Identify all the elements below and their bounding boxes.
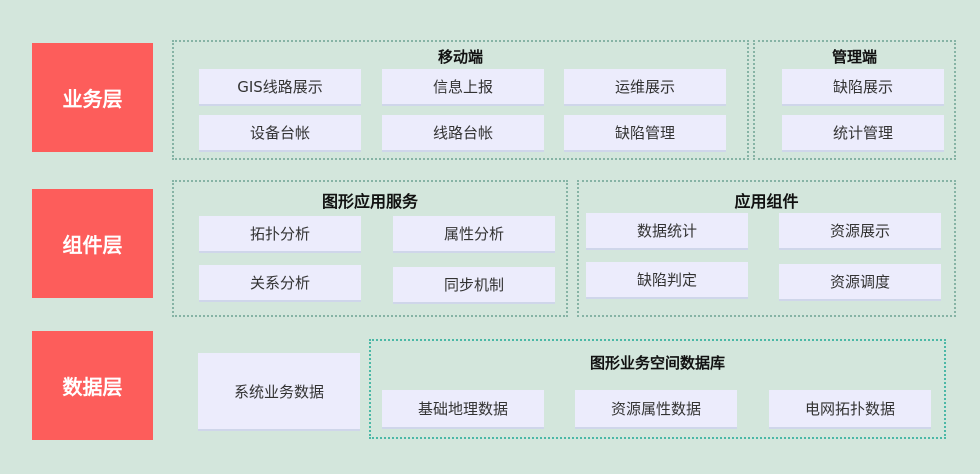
box-resource-attribute-data: 资源属性数据 [575, 390, 737, 429]
layer-label-component: 组件层 [32, 189, 153, 298]
box-equipment-ledger: 设备台帐 [199, 115, 361, 152]
box-resource-scheduling: 资源调度 [779, 264, 941, 301]
box-sync-mechanism: 同步机制 [393, 267, 555, 304]
box-attribute-analysis: 属性分析 [393, 216, 555, 253]
layer-label-data: 数据层 [32, 331, 153, 440]
group-management: 管理端 [753, 40, 956, 160]
box-gis-route-display: GIS线路展示 [199, 69, 361, 106]
group-title-spatial-database: 图形业务空间数据库 [589, 354, 725, 372]
box-statistics-management: 统计管理 [782, 115, 944, 152]
group-graphic-services: 图形应用服务 [172, 180, 568, 317]
group-title-mobile: 移动端 [437, 48, 483, 66]
group-title-management: 管理端 [831, 48, 877, 66]
box-resource-display: 资源展示 [779, 213, 941, 250]
group-title-app-components: 应用组件 [734, 192, 799, 211]
group-app-components: 应用组件 [577, 180, 956, 317]
box-defect-judgment: 缺陷判定 [586, 262, 748, 299]
box-basic-geo-data: 基础地理数据 [382, 390, 544, 429]
group-spatial-database: 图形业务空间数据库 [369, 339, 946, 439]
box-route-ledger: 线路台帐 [382, 115, 544, 152]
box-ops-display: 运维展示 [564, 69, 726, 106]
box-grid-topology-data: 电网拓扑数据 [769, 390, 931, 429]
box-defect-management: 缺陷管理 [564, 115, 726, 152]
box-data-statistics: 数据统计 [586, 213, 748, 250]
box-relation-analysis: 关系分析 [199, 265, 361, 302]
group-mobile: 移动端 [172, 40, 749, 160]
box-system-business-data: 系统业务数据 [198, 353, 360, 431]
layer-label-business: 业务层 [32, 43, 153, 152]
group-title-graphic-services: 图形应用服务 [321, 192, 418, 211]
box-info-report: 信息上报 [382, 69, 544, 106]
box-defect-display: 缺陷展示 [782, 69, 944, 106]
box-topology-analysis: 拓扑分析 [199, 216, 361, 253]
